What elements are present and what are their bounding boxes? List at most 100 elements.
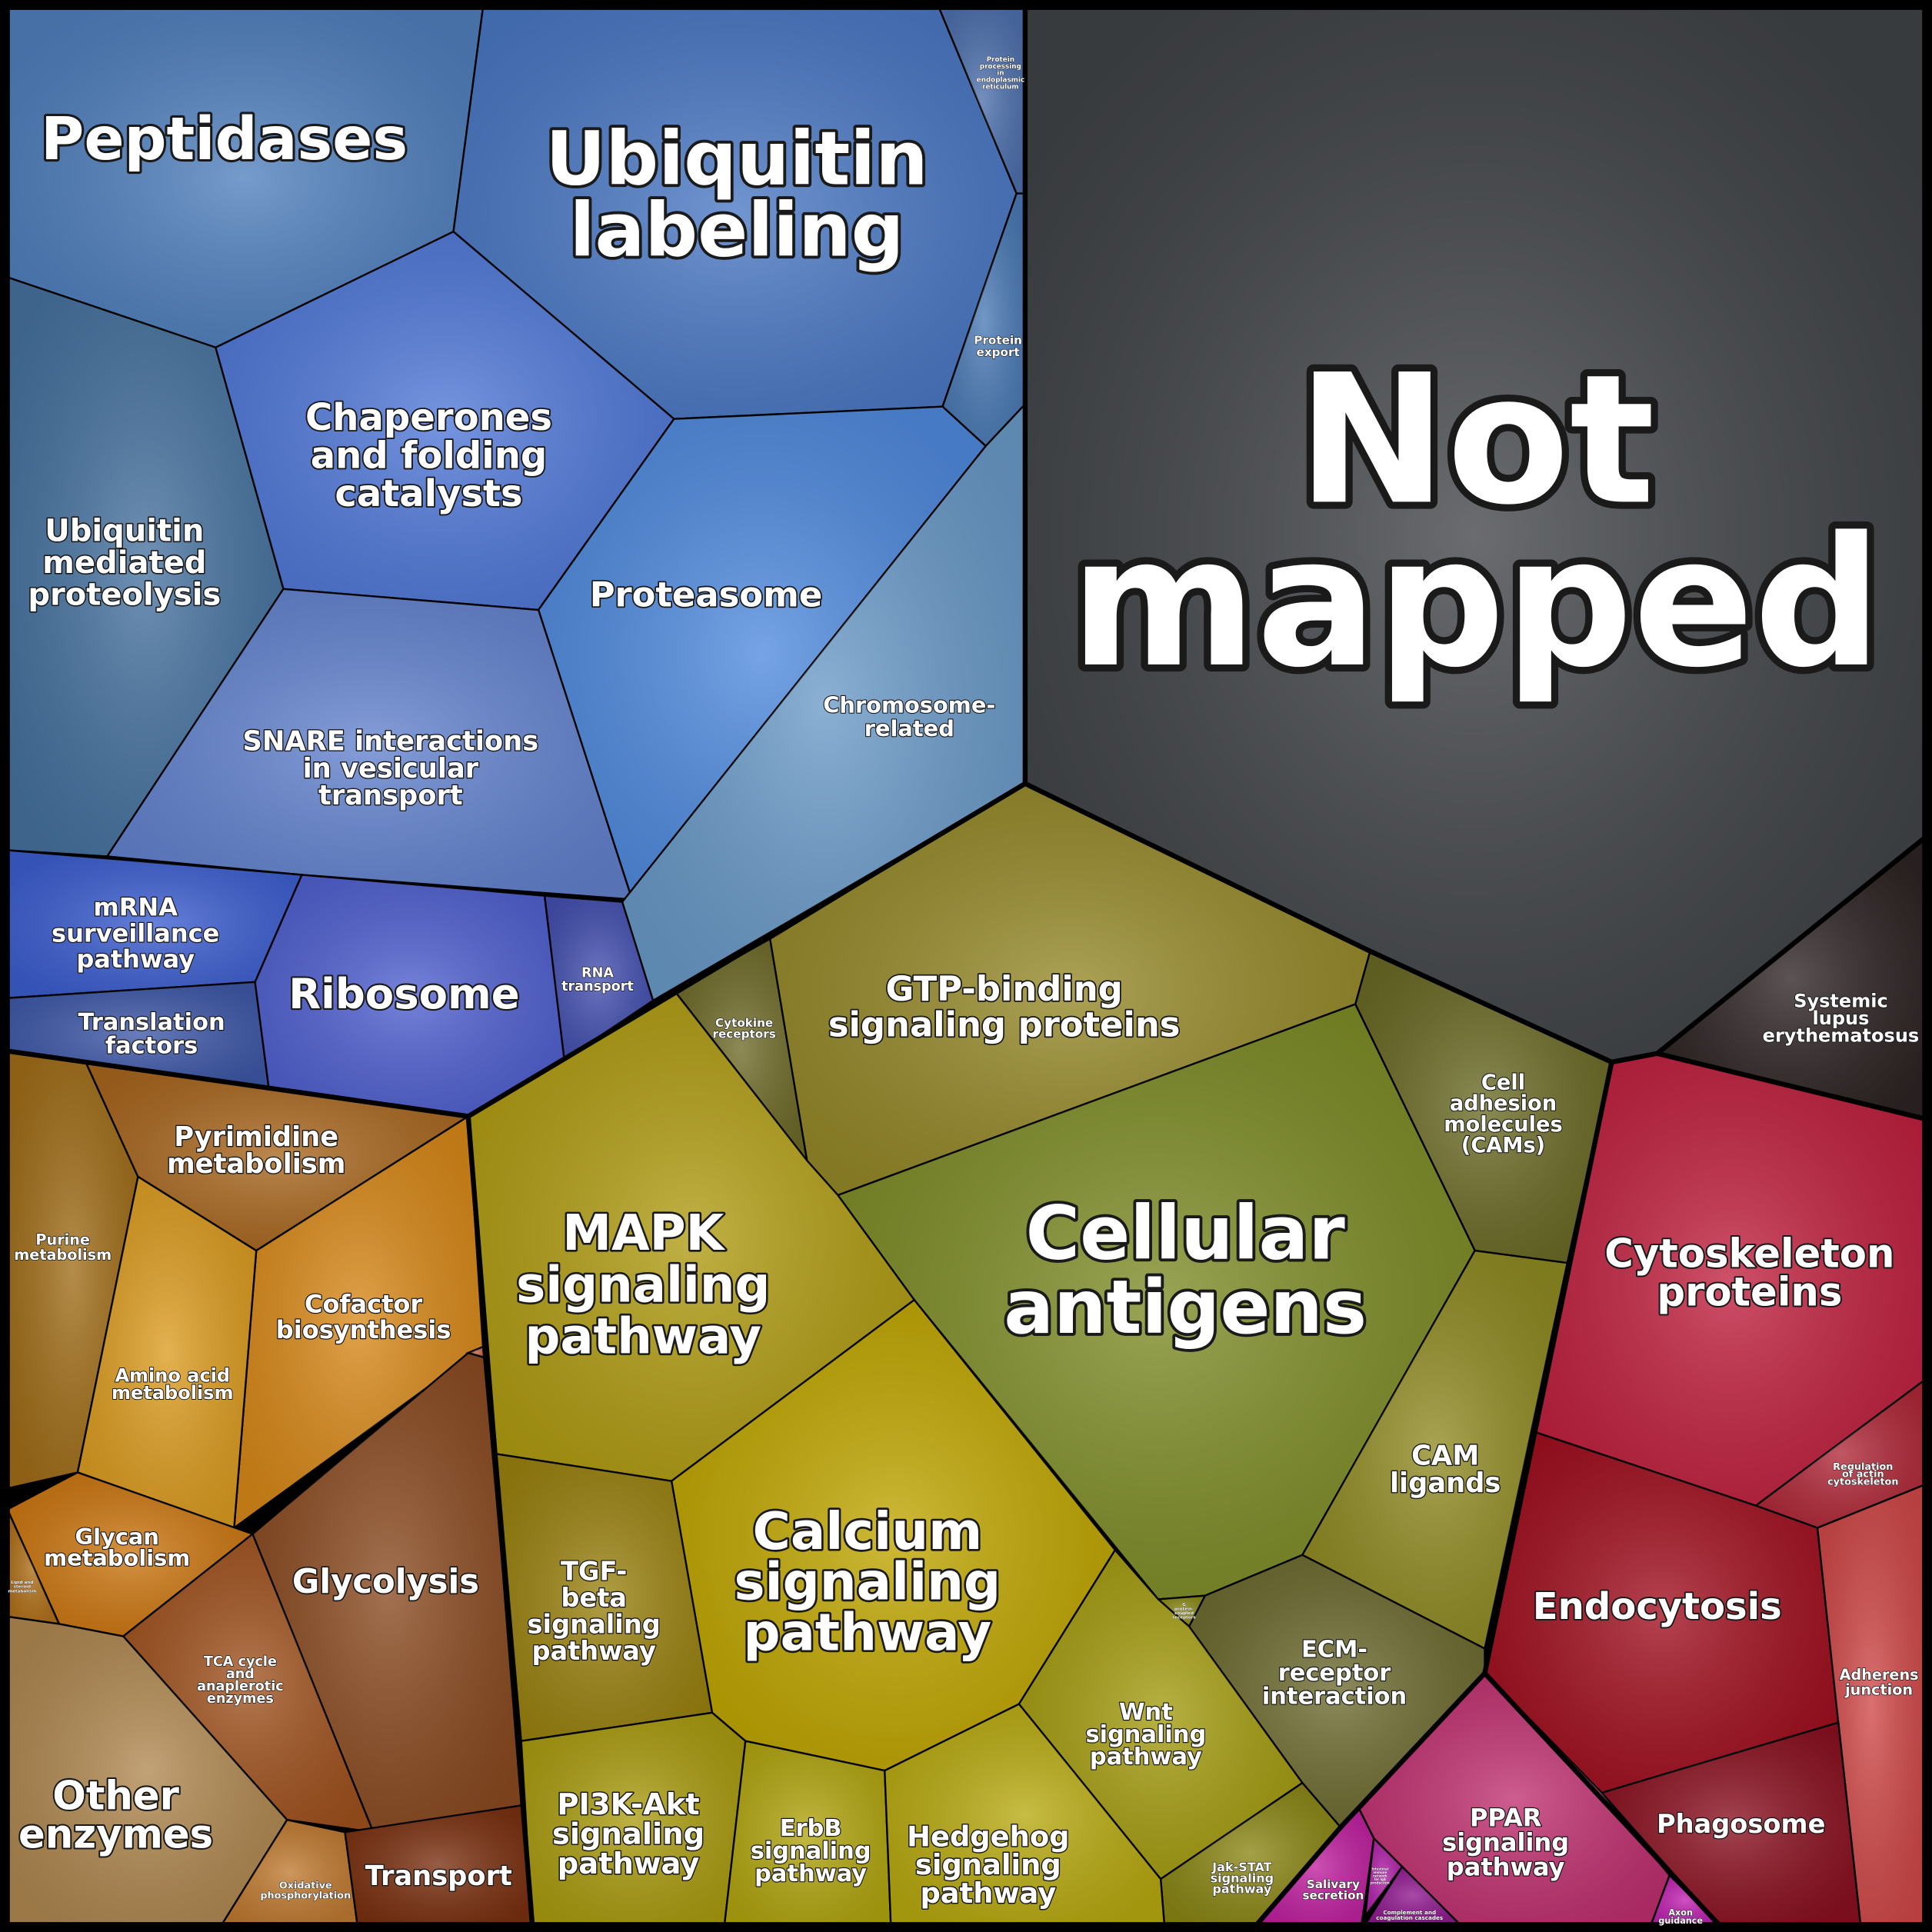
cell-hedgehog-shading: [884, 1704, 1164, 1925]
label-ecm-receptor-line: ECM-: [1301, 1636, 1367, 1663]
label-intestinal-immune-line: immune: [1373, 1870, 1387, 1874]
cell-erbb[interactable]: [723, 1740, 892, 1926]
cell-ubiquitin-labeling[interactable]: [452, 6, 1018, 420]
label-glycolysis-line: Glycolysis: [292, 1563, 479, 1601]
label-jak-stat-line: pathway: [1212, 1882, 1271, 1897]
label-mrna-surveillance-line: mRNA: [93, 893, 178, 922]
label-cell-adhesion-molecules-line: molecules: [1444, 1113, 1562, 1137]
label-erbb-line: ErbB: [780, 1815, 842, 1842]
cell-glycan[interactable]: [6, 1471, 255, 1637]
label-oxphos-line: Oxidative: [279, 1880, 332, 1892]
label-cam-ligands-line: ligands: [1390, 1467, 1501, 1499]
label-protein-export-line: export: [977, 345, 1020, 359]
label-cellular-antigens-line: antigens: [1004, 1264, 1367, 1351]
label-mapk-line: signaling: [516, 1257, 770, 1314]
cell-adherens-junction-shading: [1817, 1484, 1925, 1925]
label-chaperones-line: and folding: [311, 434, 548, 477]
label-axon-guidance-line: guidance: [1658, 1916, 1703, 1926]
label-calcium-line: signaling: [734, 1552, 1001, 1612]
cell-amino-acid[interactable]: [76, 1175, 258, 1530]
cell-protein-export[interactable]: [941, 192, 1027, 448]
label-wnt-line: signaling: [1085, 1721, 1206, 1748]
cell-ribosome[interactable]: [254, 874, 566, 1118]
label-axon-guidance-line: Axon: [1668, 1907, 1693, 1917]
label-cytoskeleton-line: Cytoskeleton: [1604, 1231, 1894, 1277]
label-glycan-line: metabolism: [44, 1544, 190, 1571]
cell-cell-adhesion-molecules-shading: [1355, 951, 1612, 1264]
cell-rna-transport[interactable]: [543, 894, 655, 1061]
label-tca-line: and: [226, 1667, 255, 1682]
cell-other-enzymes-shading: [7, 1616, 288, 1925]
label-rna-transport-line: transport: [561, 979, 634, 994]
cell-oxphos-shading: [222, 1820, 358, 1925]
label-ppar-line: signaling: [1442, 1828, 1569, 1857]
cell-not-mapped[interactable]: [1024, 6, 1926, 1064]
cell-endocytosis[interactable]: [1484, 1431, 1840, 1794]
cell-hedgehog[interactable]: [884, 1703, 1166, 1926]
label-other-enzymes-line: enzymes: [18, 1811, 213, 1857]
label-protein-processing-er-line: Protein: [987, 56, 1014, 64]
label-endocytosis-line: Endocytosis: [1533, 1585, 1782, 1628]
label-purine-line: metabolism: [14, 1246, 112, 1264]
label-hedgehog-line: pathway: [920, 1877, 1056, 1910]
label-translation-factors-line: Translation: [78, 1009, 225, 1036]
label-mapk-line: MAPK: [562, 1205, 725, 1262]
label-cell-adhesion-molecules-line: adhesion: [1450, 1092, 1557, 1116]
label-glycolysis: Glycolysis: [292, 1563, 479, 1601]
cell-proteasome-shading: [538, 406, 986, 900]
cell-adherens-junction[interactable]: [1816, 1483, 1926, 1926]
cell-salivary[interactable]: [1254, 1807, 1375, 1926]
cell-tca-shading: [123, 1534, 374, 1833]
label-mrna-surveillance-line: surveillance: [52, 918, 219, 948]
label-tgf-beta-line: signaling: [528, 1610, 661, 1640]
label-gtp-binding-line: GTP-binding: [886, 968, 1123, 1009]
cell-transport[interactable]: [344, 1804, 534, 1926]
label-ppar-line: pathway: [1447, 1853, 1565, 1882]
cell-cam-ligands-shading: [1302, 1251, 1567, 1649]
label-chaperones-line: catalysts: [335, 472, 522, 515]
label-amino-acid-line: Amino acid: [115, 1365, 230, 1387]
cell-gtp-binding-shading: [770, 783, 1371, 1195]
label-cytoskeleton-line: proteins: [1657, 1269, 1842, 1315]
cell-snare[interactable]: [105, 588, 634, 901]
label-protein-processing-er-line: in: [997, 70, 1004, 78]
cell-ubiquitin-labeling-shading: [453, 7, 1017, 419]
cell-cytoskeleton[interactable]: [1533, 1052, 1926, 1507]
cell-pi3k-akt[interactable]: [520, 1711, 747, 1926]
cell-tgf-beta[interactable]: [495, 1452, 714, 1743]
label-jak-stat-line: signaling: [1211, 1870, 1274, 1885]
cell-glycolysis-shading: [252, 1347, 524, 1833]
cell-mapk[interactable]: [467, 991, 916, 1482]
label-adherens-junction-line: junction: [1844, 1681, 1913, 1698]
label-wnt-line: Wnt: [1119, 1699, 1173, 1726]
cell-cam-ligands[interactable]: [1301, 1249, 1569, 1651]
label-intestinal-immune-line: for IgA: [1374, 1877, 1387, 1881]
cell-mrna-surveillance[interactable]: [6, 849, 304, 999]
label-lipid-steroid-line: Lipid and: [11, 1581, 33, 1585]
cell-oxphos[interactable]: [220, 1818, 358, 1926]
cell-chaperones[interactable]: [214, 230, 675, 611]
cell-calcium[interactable]: [670, 1298, 1117, 1772]
label-peptidases-line: Peptidases: [41, 105, 408, 174]
cell-axon-guidance-shading: [1651, 1875, 1719, 1925]
cell-intestinal-immune[interactable]: [1364, 1836, 1404, 1920]
cell-ecm-receptor-shading: [1188, 1554, 1485, 1827]
